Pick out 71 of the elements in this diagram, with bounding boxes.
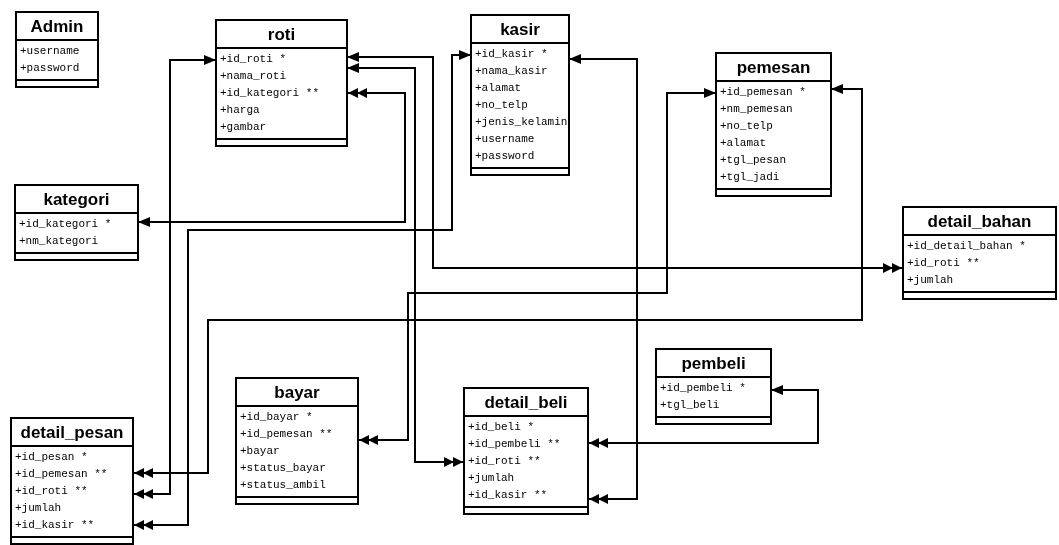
attribute-text: +username bbox=[20, 44, 80, 59]
attribute-text: +id_bayar * bbox=[240, 410, 313, 425]
attribute-text: +jumlah bbox=[468, 471, 515, 486]
relationship-connector bbox=[133, 84, 863, 478]
attribute-text: +username bbox=[475, 132, 535, 147]
entity-title: kategori bbox=[43, 190, 110, 208]
relationship-connector bbox=[138, 88, 406, 227]
attribute-text: +password bbox=[20, 61, 80, 76]
attribute-text: +status_ambil bbox=[240, 478, 326, 493]
attribute-text: +no_telp bbox=[720, 119, 773, 134]
attribute-text: +tgl_jadi bbox=[720, 170, 780, 185]
entity-box bbox=[715, 52, 832, 197]
attribute-text: +alamat bbox=[475, 81, 522, 96]
attribute-text: +id_pembeli * bbox=[660, 381, 746, 396]
entity-title: detail_pesan bbox=[20, 423, 124, 441]
attribute-text: +status_bayar bbox=[240, 461, 326, 476]
entity-box bbox=[470, 14, 570, 176]
attribute-text: +id_pemesan ** bbox=[15, 467, 108, 482]
attribute-text: +nama_kasir bbox=[475, 64, 548, 79]
attribute-text: +id_kategori * bbox=[19, 217, 112, 232]
attribute-text: +id_detail_bahan * bbox=[907, 239, 1026, 254]
attribute-text: +nm_pemesan bbox=[720, 102, 793, 117]
entity-box bbox=[14, 184, 139, 261]
entity-title: detail_beli bbox=[484, 393, 568, 411]
entity-box bbox=[215, 19, 348, 147]
relationship-connector bbox=[347, 63, 464, 467]
relationship-connector bbox=[133, 50, 471, 530]
attribute-text: +id_pemesan ** bbox=[240, 427, 333, 442]
attribute-text: +alamat bbox=[720, 136, 767, 151]
attribute-text: +id_roti ** bbox=[907, 256, 980, 271]
attribute-text: +id_beli * bbox=[468, 420, 534, 435]
relationship-connector bbox=[569, 54, 638, 504]
attribute-text: +id_pemesan * bbox=[720, 85, 806, 100]
relationship-connector bbox=[347, 52, 903, 273]
entity-box bbox=[902, 206, 1057, 300]
attribute-text: +no_telp bbox=[475, 98, 528, 113]
attribute-text: +jumlah bbox=[15, 501, 62, 516]
attribute-text: +id_roti * bbox=[220, 52, 286, 67]
attribute-text: +id_kasir * bbox=[475, 47, 548, 62]
attribute-text: +gambar bbox=[220, 120, 267, 135]
attribute-text: +jenis_kelamin bbox=[475, 115, 568, 130]
attribute-text: +jumlah bbox=[907, 273, 954, 288]
relationship-connector bbox=[358, 88, 716, 445]
attribute-text: +id_pembeli ** bbox=[468, 437, 561, 452]
attribute-text: +harga bbox=[220, 103, 260, 118]
attribute-text: +id_kasir ** bbox=[15, 518, 95, 533]
entity-title: pembeli bbox=[681, 354, 746, 372]
entity-title: pemesan bbox=[736, 58, 811, 76]
attribute-text: +tgl_pesan bbox=[720, 153, 786, 168]
attribute-text: +id_roti ** bbox=[468, 454, 541, 469]
entity-title: bayar bbox=[274, 383, 320, 401]
entity-title: Admin bbox=[30, 17, 84, 35]
entity-box bbox=[655, 348, 772, 425]
entity-title: roti bbox=[267, 25, 296, 43]
entity-title: kasir bbox=[500, 20, 540, 38]
attribute-text: +tgl_beli bbox=[660, 398, 720, 413]
entity-box bbox=[15, 11, 99, 88]
relationship-connector bbox=[588, 385, 819, 448]
attribute-text: +id_pesan * bbox=[15, 450, 88, 465]
relationship-connector bbox=[133, 55, 216, 499]
attribute-text: +id_kategori ** bbox=[220, 86, 320, 101]
attribute-text: +password bbox=[475, 149, 535, 164]
entity-box bbox=[10, 417, 134, 545]
attribute-text: +nm_kategori bbox=[19, 234, 99, 249]
attribute-text: +id_roti ** bbox=[15, 484, 88, 499]
entity-box bbox=[463, 387, 589, 515]
entity-box bbox=[235, 377, 359, 505]
attribute-text: +bayar bbox=[240, 444, 280, 459]
attribute-text: +id_kasir ** bbox=[468, 488, 548, 503]
attribute-text: +nama_roti bbox=[220, 69, 286, 84]
entity-title: detail_bahan bbox=[927, 212, 1032, 230]
